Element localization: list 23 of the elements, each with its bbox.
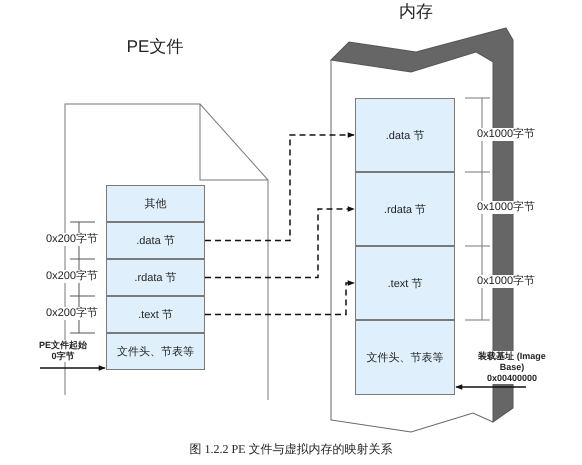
heading-label: 内存 (398, 1, 434, 23)
section-box: .rdata 节 (106, 259, 205, 296)
caption: 图 1.2.2 PE 文件与虚拟内存的映射关系 (190, 441, 393, 458)
arrow (205, 280, 355, 316)
arrow (455, 384, 526, 390)
arrow (40, 365, 106, 371)
arrow (205, 132, 355, 242)
section-box: .data 节 (106, 222, 205, 259)
section-box: 其他 (106, 185, 205, 222)
size-label: 0x200字节 (46, 270, 98, 283)
size-label: 0x1000字节 (477, 275, 536, 288)
section-box: 文件头、节表等 (106, 333, 205, 370)
section-box: 文件头、节表等 (355, 320, 455, 395)
section-box: .rdata 节 (355, 172, 455, 246)
section-box: .text 节 (355, 246, 455, 320)
section-box: .data 节 (355, 98, 455, 172)
size-label: 0x1000字节 (477, 201, 536, 214)
size-label: 0x200字节 (46, 307, 98, 320)
size-label: 0x200字节 (46, 233, 98, 246)
size-label: 0x1000字节 (477, 128, 536, 141)
section-box: .text 节 (106, 296, 205, 333)
heading-label: PE文件 (126, 36, 184, 58)
arrow (205, 206, 355, 278)
